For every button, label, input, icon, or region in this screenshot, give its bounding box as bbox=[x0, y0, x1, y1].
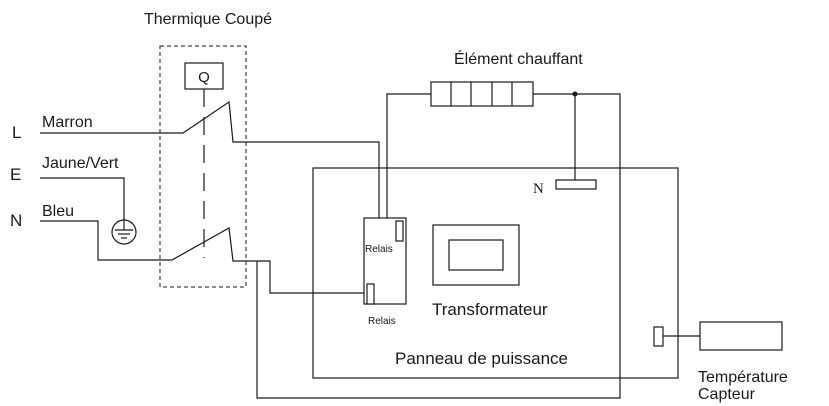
earth-terminal-label: E bbox=[10, 165, 21, 184]
temp-sensor-label-line1: Température bbox=[698, 369, 788, 386]
neutral-switch bbox=[40, 220, 369, 294]
relay-bottom-label: Relais bbox=[368, 316, 396, 327]
earth-wire bbox=[40, 177, 125, 220]
heating-element-label: Élément chauffant bbox=[454, 49, 583, 68]
neutral-terminal-label: N bbox=[10, 211, 22, 230]
ground-icon bbox=[111, 219, 137, 245]
transformer-label: Transformateur bbox=[432, 300, 548, 319]
heater-relay-wire bbox=[386, 93, 431, 218]
power-board bbox=[312, 167, 679, 379]
junction-dot bbox=[572, 91, 578, 97]
relay-top-contact bbox=[395, 220, 404, 242]
line-terminal-label: L bbox=[12, 123, 21, 142]
board-neutral-terminal bbox=[555, 179, 597, 190]
thermal-cutoff-title: Thermique Coupé bbox=[144, 11, 272, 28]
transformer-icon bbox=[432, 224, 520, 286]
temp-sensor-label-line2: Capteur bbox=[698, 386, 756, 403]
board-neutral-label: N bbox=[533, 181, 544, 197]
thermal-cutoff-enclosure bbox=[159, 45, 247, 288]
earth-wire-label: Jaune/Vert bbox=[42, 155, 119, 172]
power-board-label: Panneau de puissance bbox=[395, 349, 568, 368]
heating-element bbox=[430, 81, 534, 107]
temperature-sensor bbox=[699, 321, 783, 351]
relay-bottom-contact bbox=[366, 283, 375, 305]
q-switch-label: Q bbox=[198, 69, 210, 86]
heater-neutral-wire bbox=[256, 93, 621, 399]
line-switch bbox=[40, 100, 380, 218]
line-wire-label: Marron bbox=[42, 114, 93, 131]
neutral-wire-label: Bleu bbox=[42, 203, 74, 220]
sensor-connector bbox=[653, 326, 664, 347]
relay-top-label: Relais bbox=[365, 244, 393, 255]
